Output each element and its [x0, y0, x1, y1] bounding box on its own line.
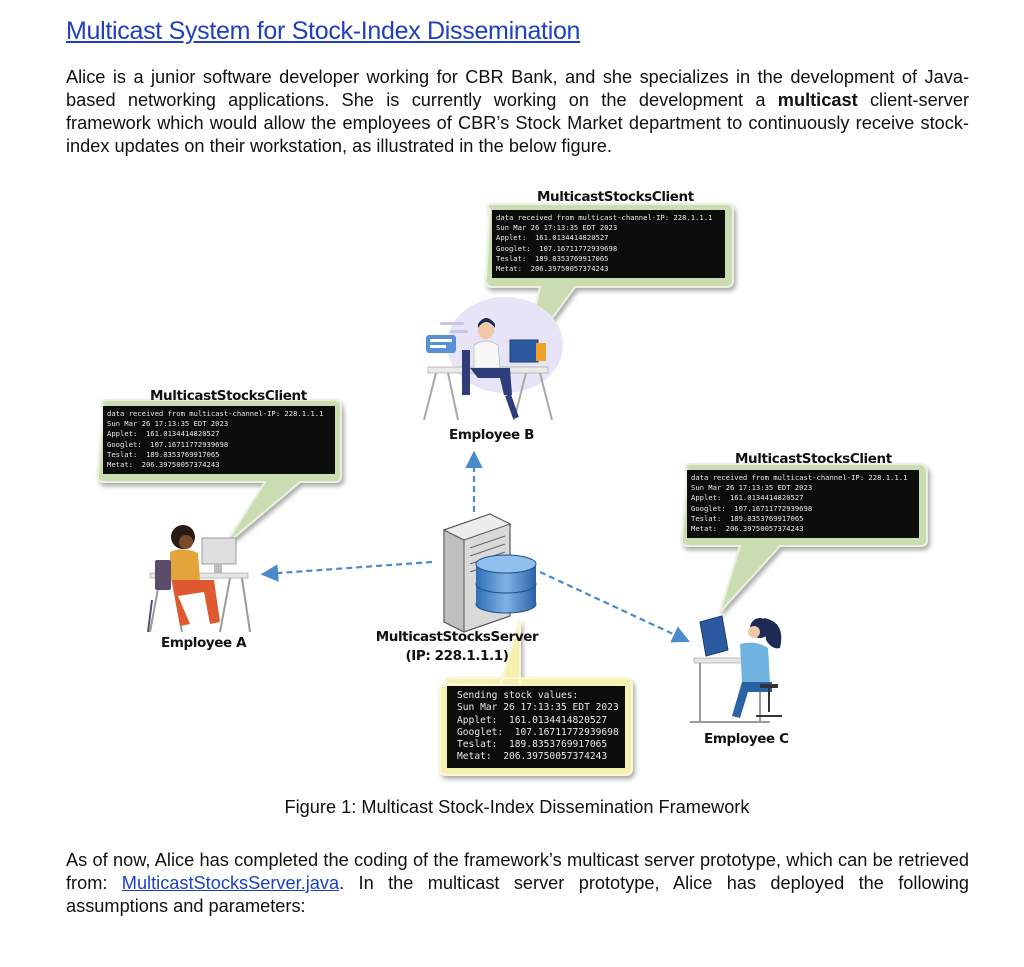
client-terminal-b: data received from multicast-channel-IP:…	[492, 210, 725, 278]
intro-paragraph: Alice is a junior software developer wor…	[66, 66, 969, 158]
client-terminal-a: data received from multicast-channel-IP:…	[103, 406, 335, 474]
server-name-label: MulticastStocksServer	[375, 629, 539, 645]
client-label-b: MulticastStocksClient	[537, 189, 694, 205]
outro-text-2: . In the multicast server prototype, Ali…	[66, 873, 970, 916]
employee-b-label: Employee B	[449, 427, 534, 443]
employee-b-illustration	[423, 297, 563, 421]
document-title: Multicast System for Stock-Index Dissemi…	[66, 17, 581, 45]
employee-c-illustration	[690, 615, 782, 723]
server-source-link[interactable]: MulticastStocksServer.java	[121, 873, 340, 893]
outro-paragraph: As of now, Alice has completed the codin…	[66, 849, 969, 918]
figure-caption: Figure 1: Multicast Stock-Index Dissemin…	[284, 797, 750, 817]
arrow-to-employee-c	[539, 571, 690, 643]
intro-bold-term: multicast	[777, 90, 858, 110]
employee-a-illustration	[147, 525, 251, 633]
client-label-c: MulticastStocksClient	[735, 451, 892, 467]
outro-text-1: As of now, Alice has completed the codin…	[66, 850, 969, 893]
database-icon	[475, 554, 537, 614]
server-terminal: Sending stock values: Sun Mar 26 17:13:3…	[447, 686, 625, 768]
intro-text-2: client-server framework which would allo…	[66, 90, 970, 156]
server-ip-label: (IP: 228.1.1.1)	[405, 648, 509, 664]
client-label-a: MulticastStocksClient	[150, 388, 307, 404]
arrow-to-employee-a	[260, 560, 433, 582]
employee-a-label: Employee A	[161, 635, 247, 651]
intro-text-1: Alice is a junior software developer wor…	[66, 67, 969, 110]
employee-c-label: Employee C	[704, 731, 789, 747]
client-terminal-c: data received from multicast-channel-IP:…	[687, 470, 919, 538]
